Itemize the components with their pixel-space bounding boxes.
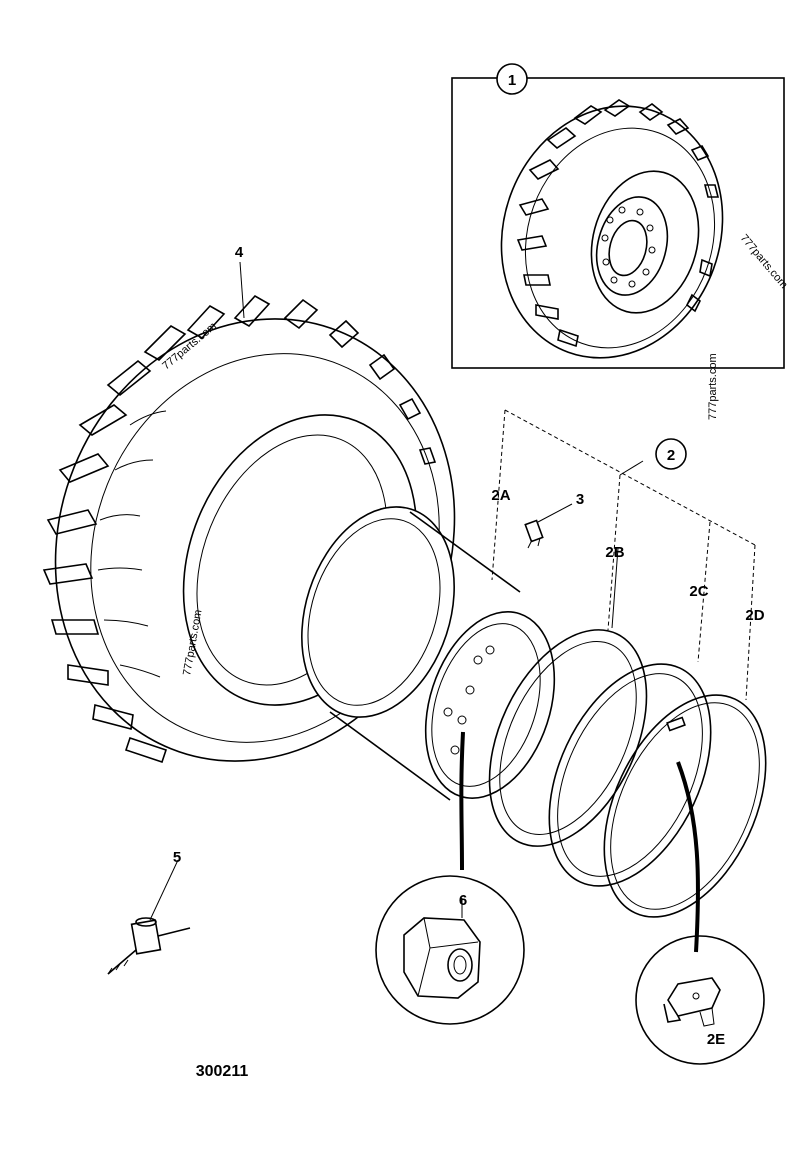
item-2-bracket bbox=[491, 409, 756, 701]
callout-6-label: 6 bbox=[459, 892, 467, 909]
callout-4-label: 4 bbox=[235, 244, 244, 261]
callout-2e-label: 2E bbox=[707, 1031, 725, 1048]
rim-drawing bbox=[301, 506, 556, 801]
ring-2d-drawing bbox=[603, 694, 767, 918]
callout-1: 1 bbox=[496, 63, 528, 95]
wheel-assembly-inset bbox=[451, 77, 785, 369]
callout-5-label: 5 bbox=[173, 849, 181, 866]
callout-2b-label: 2B bbox=[605, 544, 624, 561]
callout-2: 2 bbox=[655, 438, 687, 470]
callout-2-label: 2 bbox=[667, 447, 675, 464]
leader-lines bbox=[239, 261, 619, 629]
clip-detail bbox=[635, 761, 765, 1065]
callout-2c-label: 2C bbox=[689, 583, 708, 600]
valve-part bbox=[524, 503, 573, 549]
drawing-number: 300211 bbox=[196, 1063, 249, 1080]
callout-2a-label: 2A bbox=[491, 487, 510, 504]
watermark-2: 777parts.com bbox=[707, 353, 719, 420]
ring-2b-drawing bbox=[488, 629, 648, 847]
wheel-nut-detail bbox=[375, 731, 525, 1025]
callout-2d-label: 2D bbox=[745, 607, 764, 624]
ring-2c-drawing bbox=[548, 663, 712, 887]
valve-tool-part bbox=[107, 859, 191, 975]
callout-3-label: 3 bbox=[576, 491, 584, 508]
callout-1-label: 1 bbox=[508, 72, 516, 89]
watermark-1: 777parts.com bbox=[738, 232, 790, 291]
watermark-4: 777parts.com bbox=[181, 609, 204, 677]
